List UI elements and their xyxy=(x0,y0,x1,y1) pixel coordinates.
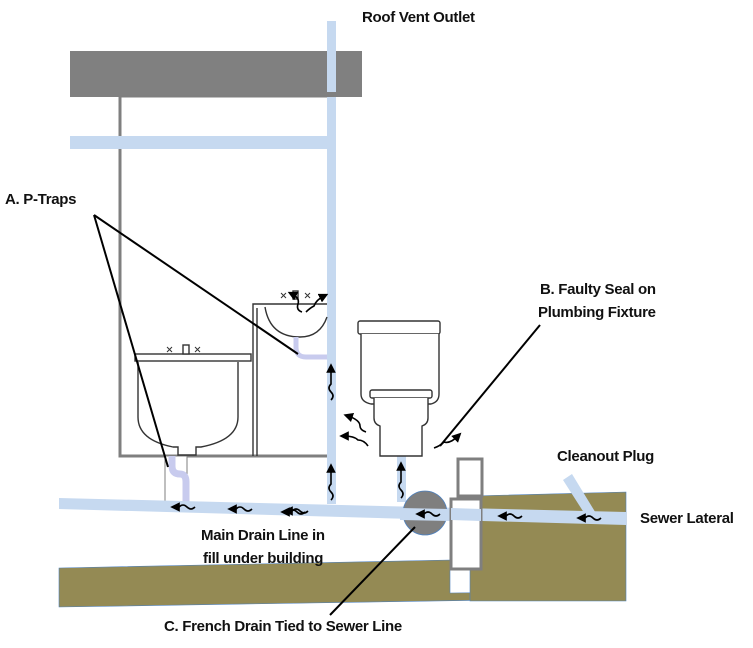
center-sink xyxy=(252,290,328,456)
arrow-up xyxy=(326,463,336,501)
main-drain-through-wall xyxy=(451,508,481,521)
arrow-diag xyxy=(343,412,367,433)
leader-p-traps-center xyxy=(93,214,299,355)
label-french-drain: C. French Drain Tied to Sewer Line xyxy=(164,618,402,635)
p-trap-left xyxy=(168,456,190,502)
soil-outside xyxy=(469,491,627,602)
label-p-traps: A. P-Traps xyxy=(5,191,77,208)
label-faulty-seal-line2: Plumbing Fixture xyxy=(538,304,656,321)
leader-p-traps-left xyxy=(93,214,169,468)
leader-faulty-seal xyxy=(439,324,541,447)
leader-lines xyxy=(93,214,541,616)
arrow-left xyxy=(170,502,196,512)
label-sewer-lateral: Sewer Lateral xyxy=(640,510,734,527)
roof-vent-stack xyxy=(327,21,336,92)
arrow-left xyxy=(415,509,441,519)
foundation-wall-upper xyxy=(456,457,484,498)
label-cleanout-plug: Cleanout Plug xyxy=(557,448,654,465)
arrow-left xyxy=(227,504,253,514)
arrow-diag xyxy=(339,431,369,447)
arrow-diag xyxy=(287,291,303,313)
toilet xyxy=(357,320,441,457)
arrow-up xyxy=(396,461,406,499)
left-sink xyxy=(134,344,252,456)
label-faulty-seal-line1: B. Faulty Seal on xyxy=(540,281,656,298)
label-roof-vent-outlet: Roof Vent Outlet xyxy=(362,9,475,26)
horizontal-vent-pipe xyxy=(70,136,330,149)
arrow-left xyxy=(576,513,602,523)
arrow-left xyxy=(280,507,306,517)
cleanout-plug-pipe xyxy=(563,474,597,519)
roof xyxy=(70,51,362,97)
label-main-drain-line2: fill under building xyxy=(203,550,324,567)
main-drain-over-french xyxy=(400,508,450,521)
arrow-diag xyxy=(305,293,329,313)
main-drain-line xyxy=(59,498,626,525)
gas-flow-arrows xyxy=(170,291,602,523)
arrow-up xyxy=(326,363,336,401)
vent-stack xyxy=(327,97,336,504)
arrow-diag xyxy=(433,432,462,449)
arrow-left xyxy=(497,511,523,521)
label-main-drain-line1: Main Drain Line in xyxy=(201,527,325,544)
leader-french-drain xyxy=(329,526,416,616)
